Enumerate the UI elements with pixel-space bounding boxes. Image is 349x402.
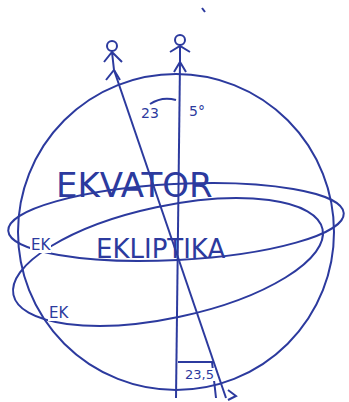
small-mark: [202, 8, 205, 12]
angle-mark: [178, 362, 216, 398]
stick-figure: [104, 41, 122, 80]
region-label: EKLIPTIKA: [96, 236, 225, 262]
small-mark: [228, 390, 236, 400]
rotation-axis: [176, 62, 180, 398]
small-label: EK: [48, 306, 69, 321]
angle-label: 23: [140, 106, 160, 120]
region-label: EKVATOR: [56, 168, 213, 202]
angle-arc: [150, 99, 176, 104]
small-label: EK: [30, 238, 51, 253]
angle-label: 5°: [188, 104, 206, 118]
angle-label: 23,5: [184, 368, 215, 381]
stick-figure: [170, 35, 190, 72]
ecliptic-axis: [114, 70, 226, 398]
